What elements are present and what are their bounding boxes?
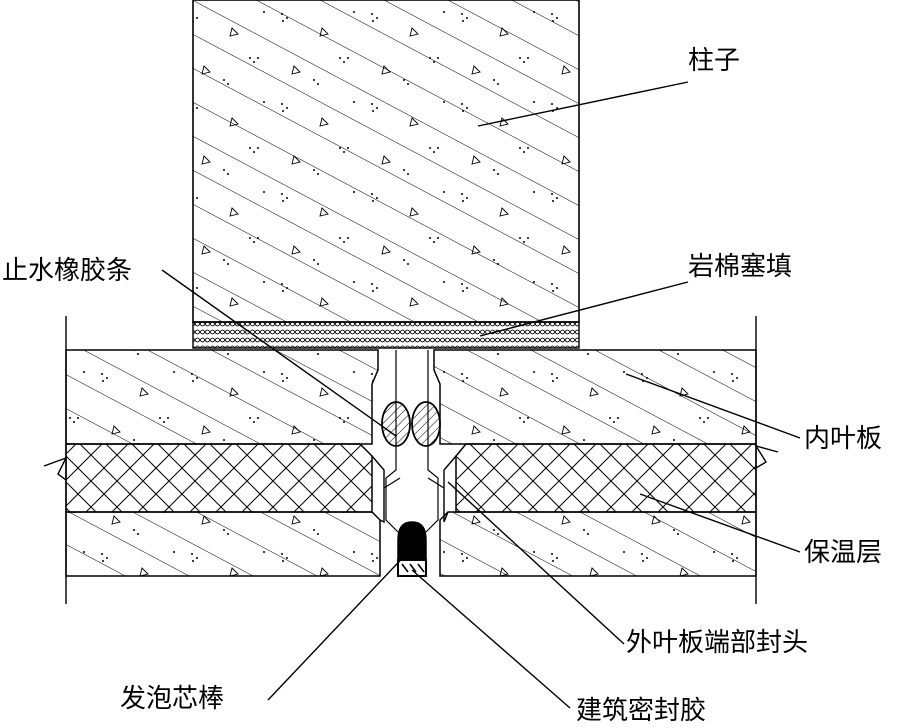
leader-column	[477, 81, 689, 127]
column-block	[192, 0, 580, 323]
leader-inner-leaf	[625, 373, 801, 439]
label-sealant: 建筑密封胶	[576, 696, 707, 726]
leader-rock-wool	[479, 281, 689, 337]
insulation-left	[65, 443, 373, 513]
leader-sealant	[411, 569, 571, 709]
label-rock-wool: 岩棉塞填	[688, 252, 793, 282]
leader-end-cap	[447, 481, 625, 645]
rubber-strip	[381, 401, 441, 447]
leader-insulation	[639, 493, 801, 553]
break-line-left	[43, 316, 68, 604]
inner-leaf-left	[65, 349, 379, 445]
outer-leaf-left	[65, 511, 381, 577]
outer-leaf-right	[439, 511, 757, 577]
label-insulation: 保温层	[804, 538, 883, 568]
break-line-right	[754, 316, 779, 604]
foam-rod	[397, 521, 427, 561]
label-foam-rod: 发泡芯棒	[120, 684, 225, 714]
label-outer-leaf-end-cap: 外叶板端部封头	[626, 628, 809, 658]
leader-rubber-strip	[161, 269, 397, 437]
leader-lines	[161, 81, 801, 709]
sealant	[397, 559, 427, 577]
outer-leaf-end-cap	[371, 455, 457, 524]
leader-foam-rod	[267, 547, 413, 701]
label-inner-leaf: 内叶板	[804, 424, 883, 454]
inner-leaf-right	[433, 349, 757, 445]
label-column: 柱子	[688, 46, 741, 76]
label-rubber-strip: 止水橡胶条	[2, 256, 133, 286]
insulation-right	[455, 443, 757, 513]
